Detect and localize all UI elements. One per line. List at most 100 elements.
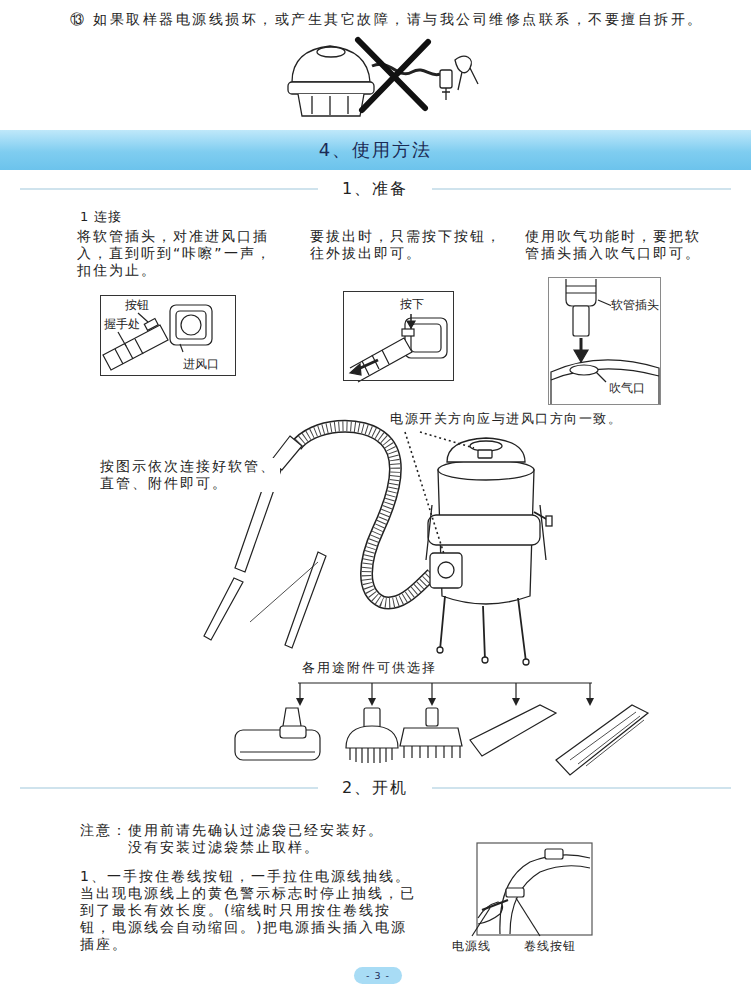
page-number: - 3 - (354, 967, 402, 984)
hose-connect-picture (176, 311, 206, 339)
blow-port-picture (598, 300, 612, 306)
heading-rule (432, 787, 731, 788)
instruction-text: 要拔出时，只需按下按钮，往外拔出即可。 (310, 228, 506, 262)
cord-reel-picture (545, 849, 563, 859)
hose-release-picture (350, 338, 412, 382)
vacuum-body (438, 562, 454, 578)
cord-reel-picture (472, 908, 490, 936)
hose-connect-picture (118, 332, 126, 346)
vacuum-body (482, 657, 488, 663)
attachment-bracket (371, 683, 372, 700)
warning-illustration (298, 94, 364, 116)
attachment (556, 705, 648, 775)
heading-rule (20, 189, 731, 788)
heading-rule (432, 188, 731, 189)
arrowhead (368, 698, 376, 706)
cord-reel-picture (506, 888, 524, 897)
pointer-dots (405, 432, 444, 554)
arrowhead (296, 698, 594, 706)
vacuum-body (546, 516, 552, 526)
hose-release-picture (411, 324, 441, 352)
part-label: 进风口 (183, 357, 219, 371)
arrowhead (512, 698, 520, 706)
part-label: 按下 (400, 297, 424, 311)
blow-port-picture (573, 306, 589, 336)
subsection-heading: 1、准备 (325, 180, 425, 197)
hose-connect-picture (170, 305, 212, 345)
caution-note: 注意：使用前请先确认过滤袋已经安装好。 没有安装过滤袋禁止取样。 (80, 822, 390, 856)
vacuum-body (438, 460, 534, 480)
attachment (400, 728, 462, 746)
part-label: 电源线 (452, 938, 491, 955)
instruction-text: 使用吹气功能时，要把软管插头插入吹气口即可。 (525, 228, 707, 262)
attachment (240, 751, 315, 752)
attachment (364, 708, 380, 728)
attachment (470, 705, 556, 756)
instruction-text: 1、一手按住卷线按钮，一手拉住电源线抽线。当出现电源线上的黄色警示标志时停止抽线… (80, 868, 420, 953)
section-band: 4、使用方法 (0, 130, 751, 170)
vacuum-body (478, 450, 492, 458)
warning-illustration (312, 96, 348, 115)
warning-illustration (458, 68, 478, 90)
cord-reel-picture (477, 843, 592, 935)
arrowhead (296, 698, 304, 706)
hose-connect-picture (103, 325, 168, 370)
attachment-bracket (431, 683, 432, 700)
attachment (570, 712, 644, 766)
blow-port-picture (551, 369, 659, 380)
bracket-label: 各用途附件可供选择 (302, 659, 437, 676)
warning-illustration (292, 46, 370, 82)
attachment (350, 748, 392, 763)
part-label: 握手处 (104, 317, 140, 331)
part-label: 软管插头 (611, 298, 659, 312)
vacuum-body (440, 596, 526, 662)
blow-port-picture (566, 286, 596, 293)
figure-frame: 按钮握手处进风口 (100, 295, 236, 376)
warning-illustration (288, 40, 478, 116)
attachment-bracket (589, 683, 590, 700)
attachment (280, 726, 306, 738)
heading-rule (20, 787, 318, 788)
pointer-dots (405, 432, 474, 554)
cord-reel-picture (500, 855, 590, 934)
vacuum-body (523, 659, 529, 665)
hose-release-picture (402, 329, 414, 336)
vacuum-body (447, 438, 525, 462)
cord-reel-picture (510, 866, 590, 934)
warning-illustration (317, 47, 345, 57)
warning-note: ⑬ 如果取样器电源线损坏，或产生其它故障，请与我公司维修点联系，不要擅自拆开。 (70, 11, 704, 28)
attachment (235, 730, 320, 760)
attachment (426, 708, 438, 726)
warning-illustration (288, 82, 374, 94)
attachment-bracket (298, 683, 592, 700)
hose-release-picture (407, 321, 415, 328)
figure-frame: 按下 (343, 291, 454, 381)
warning-illustration (358, 40, 428, 110)
instruction-text: 按图示依次连接好软管、直管、附件即可。 (100, 458, 280, 492)
cord-reel-picture (472, 843, 592, 936)
attachment (235, 705, 648, 775)
figure-frame: 软管插头吹气口 (548, 277, 661, 405)
vacuum-body (430, 553, 462, 588)
attachment-bracket (299, 683, 300, 700)
attachment (404, 746, 460, 758)
section-title: 4、使用方法 (0, 130, 751, 170)
warning-illustration (455, 56, 471, 72)
instruction-text: 将软管插头，对准进风口插入，直到听到“咔嚓”一声，扣住为止。 (77, 228, 273, 279)
vacuum-body (437, 647, 443, 653)
arrowhead (586, 698, 594, 706)
tube (204, 578, 243, 640)
warning-illustration (440, 70, 452, 88)
part-label: 按钮 (125, 298, 149, 312)
blow-port-picture (566, 279, 596, 306)
blow-port-picture (551, 360, 659, 404)
cord-reel-picture (516, 898, 540, 936)
hose-release-picture (350, 314, 447, 382)
vacuum-body (426, 438, 552, 665)
page-number-text: - 3 - (354, 967, 402, 984)
pointer-note: 电源开关方向应与进风口方向一致。 (390, 410, 622, 427)
blow-port-picture (570, 365, 598, 375)
hose-connect-picture (180, 344, 183, 352)
part-label: 吹气口 (609, 381, 645, 395)
